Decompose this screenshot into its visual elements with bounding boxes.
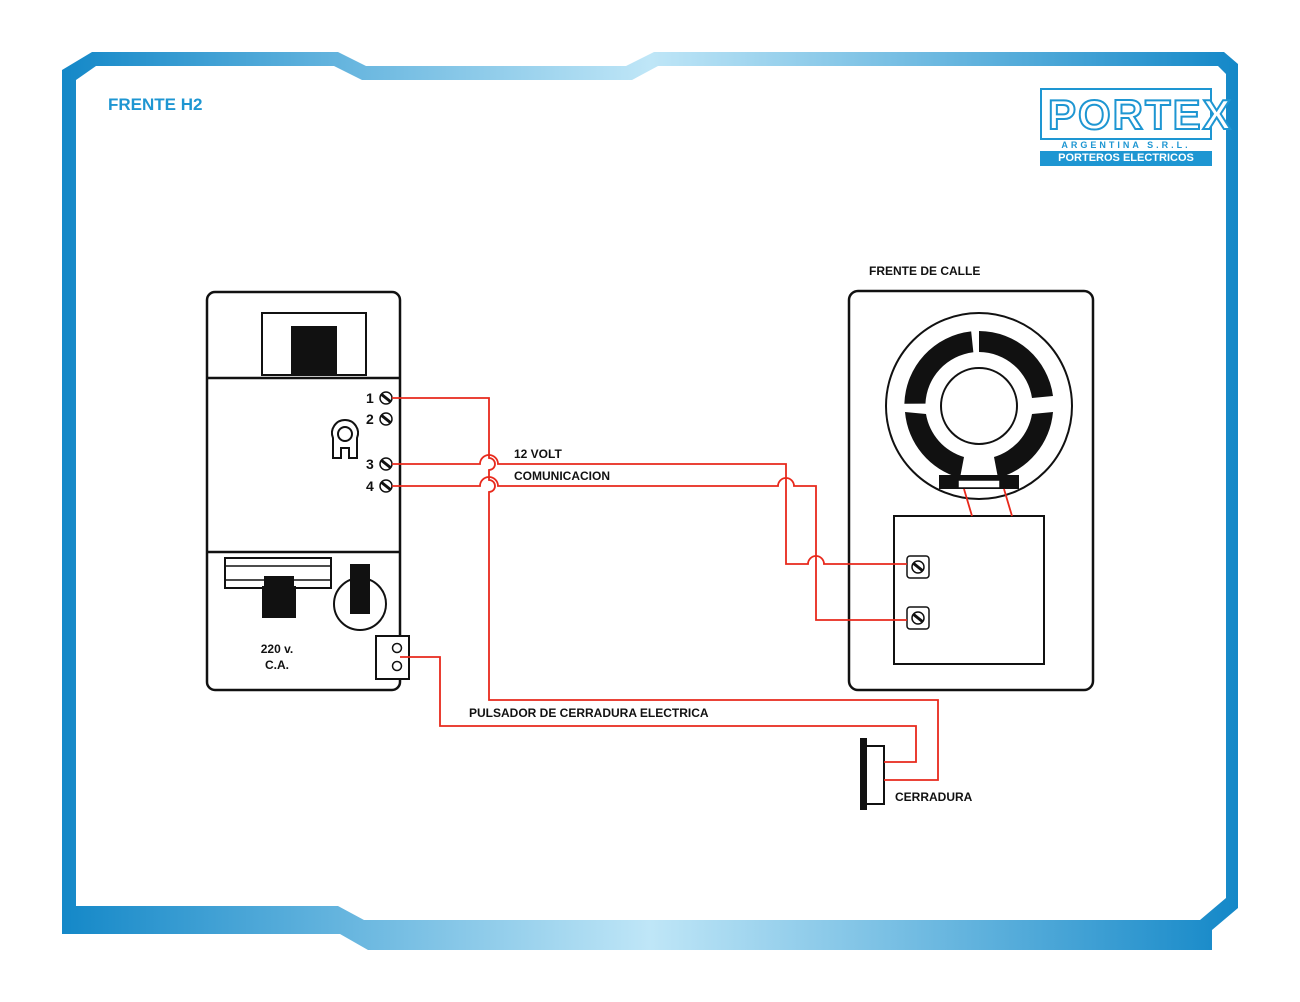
screw-terminal-icon: [379, 457, 393, 471]
screw-terminal-icon: [379, 391, 393, 405]
page-title: FRENTE H2: [108, 95, 203, 114]
street-panel-label: FRENTE DE CALLE: [869, 264, 980, 278]
decorative-frame: [62, 52, 1238, 950]
logo-brand: PORTEX: [1047, 91, 1233, 139]
terminal-1-label: 1: [366, 390, 374, 406]
terminal-3-label: 3: [366, 456, 374, 472]
screw-terminal-icon: [379, 412, 393, 426]
electric-lock-icon: [860, 738, 885, 810]
power-type-label: C.A.: [265, 658, 289, 672]
street-panel: [847, 289, 1095, 692]
screw-terminal-icon: [906, 606, 930, 630]
street-terminals: [906, 555, 930, 630]
terminal-4-label: 4: [366, 478, 374, 494]
volt-label: 12 VOLT: [514, 447, 562, 461]
lock-label: CERRADURA: [895, 790, 973, 804]
wiring: [392, 397, 1013, 781]
screw-terminal-icon: [379, 479, 393, 493]
comm-label: COMUNICACION: [514, 469, 610, 483]
screw-terminal-icon: [906, 555, 930, 579]
terminal-2-label: 2: [366, 411, 374, 427]
indoor-terminals: [379, 391, 393, 493]
logo-tagline: PORTEROS ELECTRICOS: [1040, 151, 1212, 166]
portex-logo: PORTEX ARGENTINA S.R.L. PORTEROS ELECTRI…: [1040, 88, 1232, 166]
logo-wordmark: PORTEX: [1040, 88, 1232, 140]
indoor-unit: [205, 290, 410, 692]
power-label: 220 v.: [261, 642, 293, 656]
pushbutton-label: PULSADOR DE CERRADURA ELECTRICA: [469, 706, 709, 720]
logo-subtitle: ARGENTINA S.R.L.: [1061, 140, 1191, 150]
